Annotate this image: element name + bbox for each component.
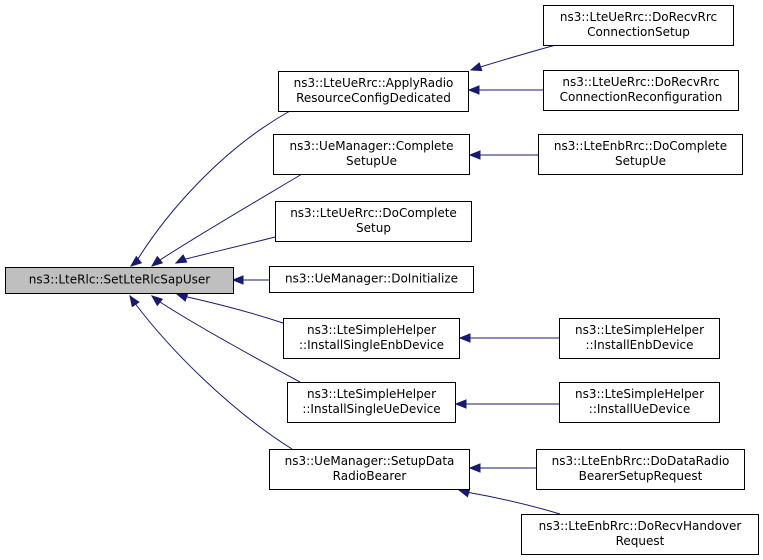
node-box xyxy=(275,201,472,242)
edge-enb_do_complete_setup_ue-to-complete_setup_ue xyxy=(468,150,538,160)
node-label-line: ns3::LteEnbRrc::DoComplete xyxy=(554,139,727,153)
node-label-line: ::InstallSingleUeDevice xyxy=(302,402,440,416)
node-label-line: ns3::LteEnbRrc::DoDataRadio xyxy=(552,454,730,468)
node-label-line: ::InstallSingleEnbDevice xyxy=(299,338,444,352)
node-label-line: BearerSetupRequest xyxy=(579,469,703,483)
node-label-line: SetupUe xyxy=(615,154,666,168)
node-label-line: ns3::LteUeRrc::DoComplete xyxy=(290,206,457,220)
node-box xyxy=(543,70,739,111)
arrow-head xyxy=(231,275,244,285)
node-label-line: ns3::LteSimpleHelper xyxy=(575,323,704,337)
node-box xyxy=(5,267,234,294)
node-label-line: SetupUe xyxy=(346,154,397,168)
edge-install_single_ue-to-root xyxy=(150,295,301,383)
node-label-line: ns3::UeManager::SetupData xyxy=(285,454,455,468)
edge-install_enb_device-to-install_single_enb xyxy=(458,333,559,343)
arrow-head xyxy=(458,333,471,343)
edge-line xyxy=(470,44,557,71)
node-box xyxy=(273,134,470,175)
node-label-line: ns3::LteRlc::SetLteRlcSapUser xyxy=(29,273,210,287)
node-ue-manager-do-initialize[interactable]: ns3::UeManager::DoInitialize xyxy=(269,266,474,293)
node-box xyxy=(269,266,474,293)
edge-complete_setup_ue-to-root xyxy=(150,173,303,267)
node-label-line: ns3::LteSimpleHelper xyxy=(307,387,436,401)
node-install-single-ue[interactable]: ns3::LteSimpleHelper::InstallSingleUeDev… xyxy=(287,382,456,423)
node-box xyxy=(559,382,720,423)
edge-line xyxy=(176,293,284,324)
node-box xyxy=(278,71,469,112)
edges xyxy=(129,44,561,515)
node-label-line: ::InstallEnbDevice xyxy=(585,338,693,352)
node-label-line: ns3::LteSimpleHelper xyxy=(307,323,436,337)
node-label-line: Setup xyxy=(356,221,391,235)
node-do-recv-rrc-reconfig[interactable]: ns3::LteUeRrc::DoRecvRrcConnectionReconf… xyxy=(543,70,739,111)
node-do-data-radio-bearer-setup[interactable]: ns3::LteEnbRrc::DoDataRadioBearerSetupRe… xyxy=(536,449,745,490)
node-root[interactable]: ns3::LteRlc::SetLteRlcSapUser xyxy=(5,267,234,294)
node-label-line: RadioBearer xyxy=(333,469,407,483)
edge-line xyxy=(130,110,291,267)
node-box xyxy=(269,449,470,490)
edge-ue_do_complete_setup-to-root xyxy=(174,236,276,264)
arrow-head xyxy=(129,255,143,267)
node-label-line: ConnectionReconfiguration xyxy=(560,90,723,104)
node-label-line: ns3::LteUeRrc::DoRecvRrc xyxy=(562,75,719,89)
node-apply-radio[interactable]: ns3::LteUeRrc::ApplyRadioResourceConfigD… xyxy=(278,71,469,112)
arrow-head xyxy=(150,295,164,307)
edge-line xyxy=(129,295,293,450)
nodes: ns3::LteRlc::SetLteRlcSapUser ns3::LteUeR… xyxy=(5,5,759,555)
arrow-head xyxy=(150,255,164,267)
node-install-ue-device[interactable]: ns3::LteSimpleHelper::InstallUeDevice xyxy=(559,382,720,423)
node-install-enb-device[interactable]: ns3::LteSimpleHelper::InstallEnbDevice xyxy=(559,318,720,359)
node-label-line: ns3::LteUeRrc::ApplyRadio xyxy=(294,76,454,90)
edge-line xyxy=(151,173,303,267)
edge-ue_manager_do_initialize-to-root xyxy=(231,275,269,285)
edge-apply_radio-to-root xyxy=(129,110,291,267)
node-label-line: ns3::UeManager::Complete xyxy=(289,139,453,153)
node-label-line: ns3::UeManager::DoInitialize xyxy=(285,272,458,286)
arrow-head xyxy=(454,399,467,409)
edge-do_recv_rrc_setup-to-apply_radio xyxy=(469,44,557,72)
node-install-single-enb[interactable]: ns3::LteSimpleHelper::InstallSingleEnbDe… xyxy=(283,318,460,359)
arrow-head xyxy=(457,488,471,498)
arrow-head xyxy=(129,294,140,308)
node-label-line: ResourceConfigDedicated xyxy=(296,91,451,105)
arrow-head xyxy=(175,292,189,302)
node-box xyxy=(536,449,745,490)
node-label-line: ns3::LteEnbRrc::DoRecvHandover xyxy=(539,519,742,533)
node-label-line: Request xyxy=(616,534,665,548)
node-box xyxy=(283,318,460,359)
arrow-head xyxy=(174,254,188,264)
arrow-head xyxy=(468,463,481,473)
node-box xyxy=(543,5,734,46)
node-box xyxy=(559,318,720,359)
arrow-head xyxy=(467,85,480,95)
edge-line xyxy=(458,489,561,515)
edge-do_data_radio_bearer_setup-to-setup_data_radio_bearer xyxy=(468,463,536,473)
node-label-line: ns3::LteSimpleHelper xyxy=(575,387,704,401)
node-label-line: ::InstallUeDevice xyxy=(589,402,690,416)
node-box xyxy=(287,382,456,423)
arrow-head xyxy=(468,150,481,160)
node-label-line: ConnectionSetup xyxy=(587,25,690,39)
edge-do_recv_handover-to-setup_data_radio_bearer xyxy=(457,488,561,515)
arrow-head xyxy=(469,62,483,72)
node-label-line: ns3::LteUeRrc::DoRecvRrc xyxy=(560,10,717,24)
edge-install_ue_device-to-install_single_ue xyxy=(454,399,559,409)
edge-line xyxy=(151,295,301,383)
edge-do_recv_rrc_reconfig-to-apply_radio xyxy=(467,85,543,95)
node-box xyxy=(521,514,759,555)
node-box xyxy=(538,134,743,175)
edge-install_single_enb-to-root xyxy=(175,292,284,324)
edge-setup_data_radio_bearer-to-root xyxy=(129,294,293,450)
